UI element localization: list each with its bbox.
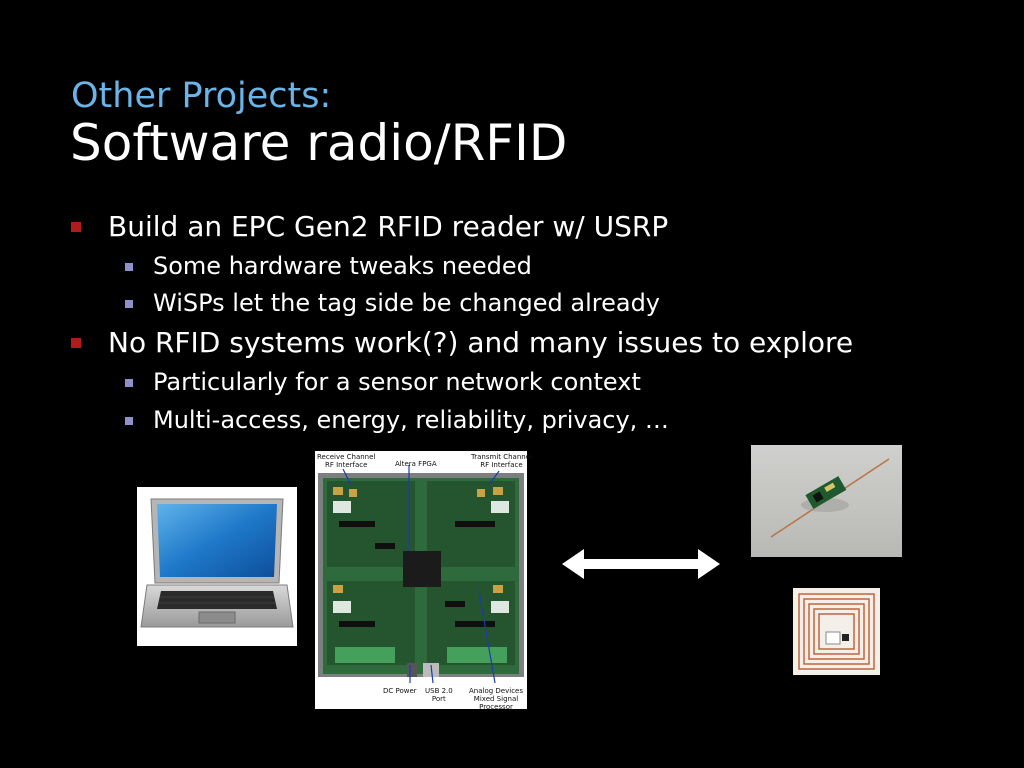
laptop-photo [137,487,297,646]
board-label-dc-power: DC Power [383,687,417,695]
bullet-1-sub-1: Some hardware tweaks needed [125,252,532,280]
double-arrow-icon [562,549,720,579]
bullet-1: Build an EPC Gen2 RFID reader w/ USRP [70,210,669,243]
slide-title: Software radio/RFID [70,114,568,172]
bullet-1-sub-2: WiSPs let the tag side be changed alread… [125,289,660,317]
rfid-tag-photo [793,588,880,675]
wisp-tag-photo [751,445,902,557]
bullet-2-sub-2: Multi-access, energy, reliability, priva… [125,406,669,434]
bullet-2: No RFID systems work(?) and many issues … [70,326,854,359]
slide-subtitle: Other Projects: [71,76,332,116]
board-label-fpga: Altera FPGA [395,460,437,468]
bullet-2-sub-1: Particularly for a sensor network contex… [125,368,641,396]
